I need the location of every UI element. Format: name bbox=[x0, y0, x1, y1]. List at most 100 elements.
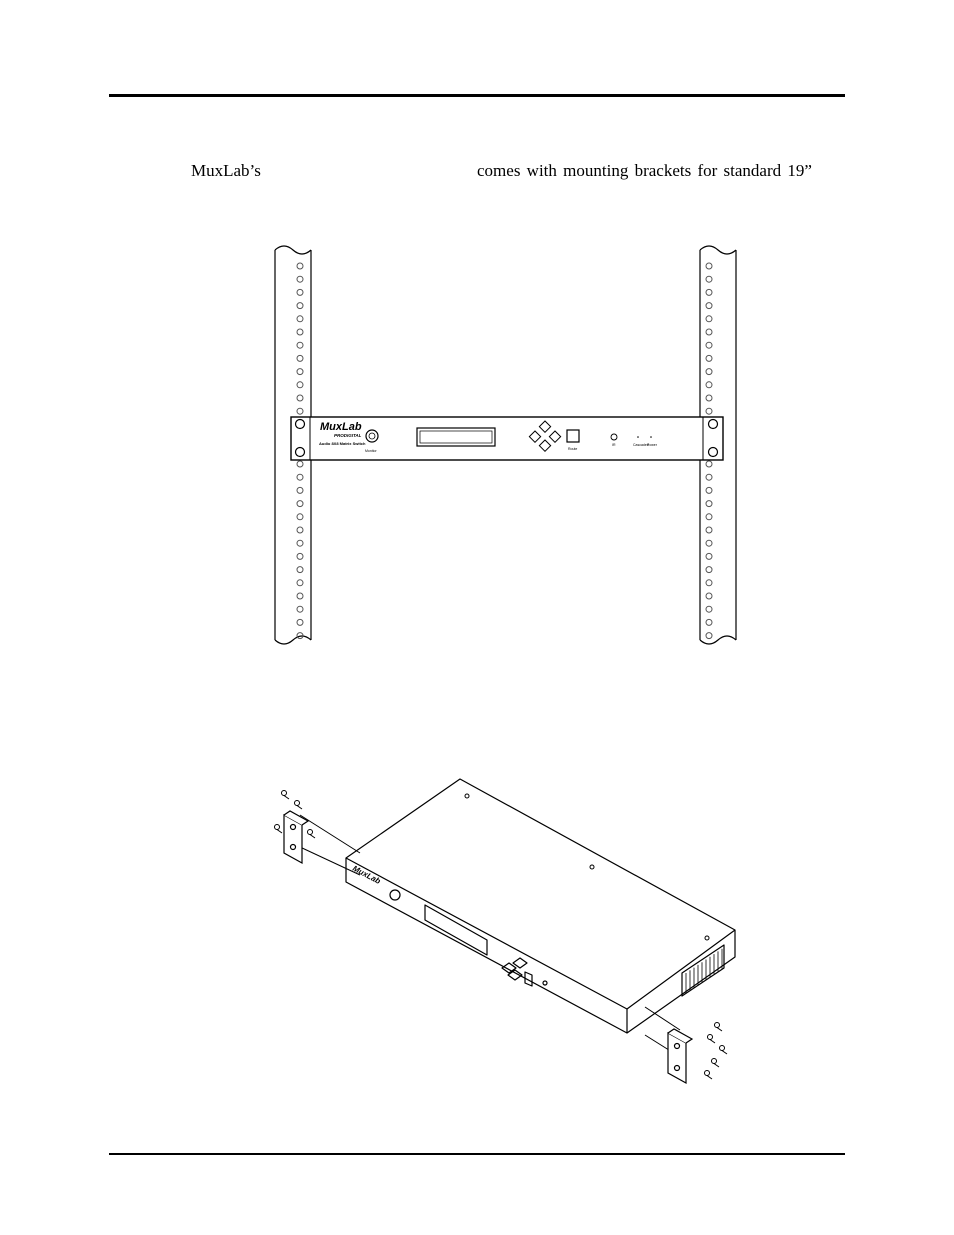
screw-icon bbox=[294, 800, 303, 810]
footer-rule bbox=[109, 1153, 845, 1155]
header-rule bbox=[109, 94, 845, 97]
rail-hole-icon bbox=[705, 328, 713, 336]
rail-hole-icon bbox=[705, 552, 713, 560]
screw-icon bbox=[704, 1070, 713, 1080]
rail-hole-icon bbox=[705, 592, 713, 600]
paragraph-text-left: MuxLab’s bbox=[191, 161, 261, 180]
rail-hole-icon bbox=[705, 566, 713, 574]
rail-hole-icon bbox=[705, 354, 713, 362]
bracket-install-figure: MuxLab bbox=[274, 778, 736, 1085]
rail-hole-icon bbox=[296, 368, 304, 376]
ear-screw-icon bbox=[707, 418, 719, 430]
rail-hole-icon bbox=[296, 328, 304, 336]
screw-icon bbox=[274, 824, 283, 834]
rail-hole-icon bbox=[705, 632, 713, 640]
rail-hole-icon bbox=[296, 473, 304, 481]
ir-sensor-icon bbox=[610, 433, 618, 441]
brand-logo: MuxLab bbox=[320, 421, 362, 433]
rail-hole-icon bbox=[705, 618, 713, 626]
rail-hole-icon bbox=[705, 368, 713, 376]
screw-icon bbox=[711, 1058, 720, 1068]
ear-screw-icon bbox=[294, 418, 306, 430]
rail-hole-icon bbox=[296, 592, 304, 600]
chassis-top bbox=[345, 778, 736, 1010]
rail-hole-icon bbox=[296, 460, 304, 468]
ear-screw-icon bbox=[294, 446, 306, 458]
front-panel: MuxLab PRODIGITAL Audio 8X8 Matrix Switc… bbox=[290, 416, 724, 461]
rail-hole-icon bbox=[296, 500, 304, 508]
rail-hole-icon bbox=[296, 262, 304, 270]
right-button-icon bbox=[548, 430, 562, 444]
rail-hole-icon bbox=[705, 262, 713, 270]
rail-hole-icon bbox=[296, 513, 304, 521]
rail-hole-icon bbox=[296, 552, 304, 560]
rack-front-figure: MuxLab PRODIGITAL Audio 8X8 Matrix Switc… bbox=[274, 245, 737, 645]
paragraph-text-right: comes with mounting brackets for standar… bbox=[477, 161, 812, 180]
screw-icon bbox=[714, 1022, 723, 1032]
left-bracket bbox=[283, 810, 310, 865]
rail-hole-icon bbox=[705, 394, 713, 402]
rail-hole-icon bbox=[705, 579, 713, 587]
rail-hole-icon bbox=[705, 539, 713, 547]
screw-icon bbox=[707, 1034, 716, 1044]
lcd-display bbox=[416, 427, 496, 447]
rail-hole-icon bbox=[296, 526, 304, 534]
rail-hole-icon bbox=[705, 302, 713, 310]
power-label: Power bbox=[647, 443, 658, 447]
rail-hole-icon bbox=[296, 341, 304, 349]
rail-hole-icon bbox=[705, 605, 713, 613]
rail-hole-icon bbox=[296, 605, 304, 613]
monitor-label: Monitor bbox=[365, 449, 378, 453]
rail-hole-icon bbox=[296, 407, 304, 415]
rail-hole-icon bbox=[296, 302, 304, 310]
power-led-icon bbox=[650, 436, 652, 438]
rail-hole-icon bbox=[296, 275, 304, 283]
iso-brand-logo: MuxLab bbox=[351, 864, 382, 886]
rail-hole-icon bbox=[705, 381, 713, 389]
ir-label: IR bbox=[612, 443, 616, 447]
iso-lcd-display bbox=[424, 904, 488, 956]
rail-hole-icon bbox=[705, 486, 713, 494]
chassis-side bbox=[626, 930, 736, 1034]
rail-hole-icon bbox=[296, 315, 304, 323]
screw-icon bbox=[307, 829, 316, 839]
down-button-icon bbox=[538, 439, 552, 453]
rail-hole-icon bbox=[705, 526, 713, 534]
rail-hole-icon bbox=[705, 275, 713, 283]
route-label: Route bbox=[568, 447, 577, 451]
rail-hole-icon bbox=[296, 618, 304, 626]
chassis-front bbox=[345, 858, 628, 1034]
rail-hole-icon bbox=[705, 315, 713, 323]
rail-hole-icon bbox=[705, 513, 713, 521]
rail-hole-icon bbox=[296, 381, 304, 389]
sub-brand: PRODIGITAL bbox=[334, 433, 362, 438]
cascaded-label: Cascaded bbox=[633, 443, 649, 447]
rail-hole-icon bbox=[296, 486, 304, 494]
rail-hole-icon bbox=[705, 288, 713, 296]
rail-hole-icon bbox=[296, 566, 304, 574]
rail-hole-icon bbox=[705, 460, 713, 468]
vent-grille bbox=[681, 944, 725, 997]
model-label: Audio 8X8 Matrix Switch bbox=[319, 441, 366, 446]
monitor-jack-icon bbox=[365, 429, 379, 443]
screw-icon bbox=[719, 1045, 728, 1055]
iso-route-button-icon bbox=[524, 971, 533, 987]
rail-hole-icon bbox=[705, 407, 713, 415]
right-bracket bbox=[667, 1028, 694, 1085]
left-button-icon bbox=[528, 430, 542, 444]
rail-hole-icon bbox=[296, 539, 304, 547]
rail-hole-icon bbox=[296, 354, 304, 362]
rail-hole-icon bbox=[296, 632, 304, 640]
iso-monitor-jack-icon bbox=[389, 889, 401, 901]
up-button-icon bbox=[538, 420, 552, 434]
screw-icon bbox=[281, 790, 290, 800]
cascaded-led-icon bbox=[637, 436, 639, 438]
rail-hole-icon bbox=[296, 579, 304, 587]
ear-screw-icon bbox=[707, 446, 719, 458]
rail-hole-icon bbox=[705, 473, 713, 481]
rail-hole-icon bbox=[296, 288, 304, 296]
rail-hole-icon bbox=[705, 341, 713, 349]
route-button-icon bbox=[566, 429, 580, 443]
rail-hole-icon bbox=[296, 394, 304, 402]
rail-hole-icon bbox=[705, 500, 713, 508]
